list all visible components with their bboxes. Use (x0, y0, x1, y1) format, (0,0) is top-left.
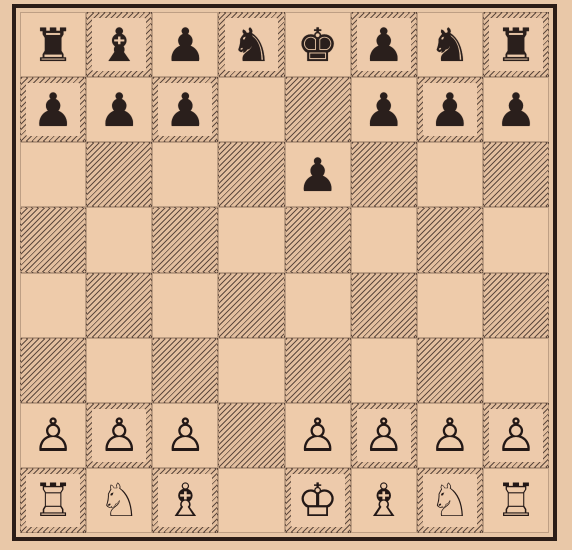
square-e2[interactable]: ♙ (285, 403, 351, 468)
square-d7[interactable] (218, 77, 284, 142)
black-pawn-icon[interactable]: ♟ (165, 87, 206, 133)
square-g8[interactable]: ♞ (417, 12, 483, 77)
white-rook-icon[interactable]: ♖ (495, 477, 536, 523)
square-b1[interactable]: ♘ (86, 468, 152, 533)
square-f5[interactable] (351, 207, 417, 272)
square-h1[interactable]: ♖ (483, 468, 549, 533)
square-e3[interactable] (285, 338, 351, 403)
black-rook-icon[interactable]: ♜ (495, 22, 536, 68)
black-pawn-icon[interactable]: ♟ (32, 87, 73, 133)
white-king-icon[interactable]: ♔ (297, 477, 338, 523)
square-c3[interactable] (152, 338, 218, 403)
white-pawn-icon[interactable]: ♙ (429, 412, 470, 458)
square-f1[interactable]: ♗ (351, 468, 417, 533)
square-d5[interactable] (218, 207, 284, 272)
square-b3[interactable] (86, 338, 152, 403)
square-e1[interactable]: ♔ (285, 468, 351, 533)
square-c2[interactable]: ♙ (152, 403, 218, 468)
square-d3[interactable] (218, 338, 284, 403)
square-h4[interactable] (483, 273, 549, 338)
square-c8[interactable]: ♟ (152, 12, 218, 77)
white-knight-icon[interactable]: ♘ (429, 477, 470, 523)
square-c6[interactable] (152, 142, 218, 207)
white-pawn-icon[interactable]: ♙ (363, 412, 404, 458)
square-a6[interactable] (20, 142, 86, 207)
square-e8[interactable]: ♚ (285, 12, 351, 77)
square-g7[interactable]: ♟ (417, 77, 483, 142)
square-g6[interactable] (417, 142, 483, 207)
square-b2[interactable]: ♙ (86, 403, 152, 468)
square-a4[interactable] (20, 273, 86, 338)
square-f7[interactable]: ♟ (351, 77, 417, 142)
black-king-icon[interactable]: ♚ (297, 22, 338, 68)
black-pawn-icon[interactable]: ♟ (363, 87, 404, 133)
chess-board: ♜ ♝ ♟ ♞ ♚ ♟ ♞ ♜ ♟ ♟ ♟ ♟ ♟ ♟ ♟ ♙ ♙ ♙ ♙ ♙ ♙ ♙ ♖ ♘ ♗ ♔ ♗ ♘ ♖ (20, 12, 549, 533)
white-knight-icon[interactable]: ♘ (99, 477, 140, 523)
square-a2[interactable]: ♙ (20, 403, 86, 468)
white-pawn-icon[interactable]: ♙ (32, 412, 73, 458)
black-pawn-icon[interactable]: ♟ (297, 152, 338, 198)
white-pawn-icon[interactable]: ♙ (165, 412, 206, 458)
square-c4[interactable] (152, 273, 218, 338)
square-a8[interactable]: ♜ (20, 12, 86, 77)
square-f6[interactable] (351, 142, 417, 207)
square-d8[interactable]: ♞ (218, 12, 284, 77)
square-h7[interactable]: ♟ (483, 77, 549, 142)
square-b4[interactable] (86, 273, 152, 338)
white-bishop-icon[interactable]: ♗ (363, 477, 404, 523)
square-d2[interactable] (218, 403, 284, 468)
square-e7[interactable] (285, 77, 351, 142)
white-rook-icon[interactable]: ♖ (32, 477, 73, 523)
black-pawn-icon[interactable]: ♟ (429, 87, 470, 133)
square-f8[interactable]: ♟ (351, 12, 417, 77)
square-c7[interactable]: ♟ (152, 77, 218, 142)
square-f3[interactable] (351, 338, 417, 403)
square-d1[interactable] (218, 468, 284, 533)
black-pawn-icon[interactable]: ♟ (363, 22, 404, 68)
square-e4[interactable] (285, 273, 351, 338)
black-pawn-icon[interactable]: ♟ (99, 87, 140, 133)
white-bishop-icon[interactable]: ♗ (165, 477, 206, 523)
square-g3[interactable] (417, 338, 483, 403)
square-a1[interactable]: ♖ (20, 468, 86, 533)
black-pawn-icon[interactable]: ♟ (495, 87, 536, 133)
chess-board-frame: ♜ ♝ ♟ ♞ ♚ ♟ ♞ ♜ ♟ ♟ ♟ ♟ ♟ ♟ ♟ ♙ ♙ ♙ ♙ ♙ ♙ ♙ ♖ ♘ ♗ ♔ ♗ ♘ ♖ (12, 4, 557, 541)
square-a5[interactable] (20, 207, 86, 272)
square-c5[interactable] (152, 207, 218, 272)
square-h6[interactable] (483, 142, 549, 207)
square-b8[interactable]: ♝ (86, 12, 152, 77)
square-e5[interactable] (285, 207, 351, 272)
square-b7[interactable]: ♟ (86, 77, 152, 142)
white-pawn-icon[interactable]: ♙ (495, 412, 536, 458)
square-g2[interactable]: ♙ (417, 403, 483, 468)
square-g4[interactable] (417, 273, 483, 338)
square-f2[interactable]: ♙ (351, 403, 417, 468)
square-e6[interactable]: ♟ (285, 142, 351, 207)
square-f4[interactable] (351, 273, 417, 338)
square-a3[interactable] (20, 338, 86, 403)
black-knight-icon[interactable]: ♞ (429, 22, 470, 68)
square-g1[interactable]: ♘ (417, 468, 483, 533)
black-rook-icon[interactable]: ♜ (32, 22, 73, 68)
square-h3[interactable] (483, 338, 549, 403)
white-pawn-icon[interactable]: ♙ (99, 412, 140, 458)
square-d4[interactable] (218, 273, 284, 338)
black-knight-icon[interactable]: ♞ (231, 22, 272, 68)
square-h5[interactable] (483, 207, 549, 272)
square-h8[interactable]: ♜ (483, 12, 549, 77)
square-b6[interactable] (86, 142, 152, 207)
square-d6[interactable] (218, 142, 284, 207)
square-c1[interactable]: ♗ (152, 468, 218, 533)
square-h2[interactable]: ♙ (483, 403, 549, 468)
square-b5[interactable] (86, 207, 152, 272)
black-pawn-icon[interactable]: ♟ (165, 22, 206, 68)
black-bishop-icon[interactable]: ♝ (99, 22, 140, 68)
square-a7[interactable]: ♟ (20, 77, 86, 142)
white-pawn-icon[interactable]: ♙ (297, 412, 338, 458)
square-g5[interactable] (417, 207, 483, 272)
